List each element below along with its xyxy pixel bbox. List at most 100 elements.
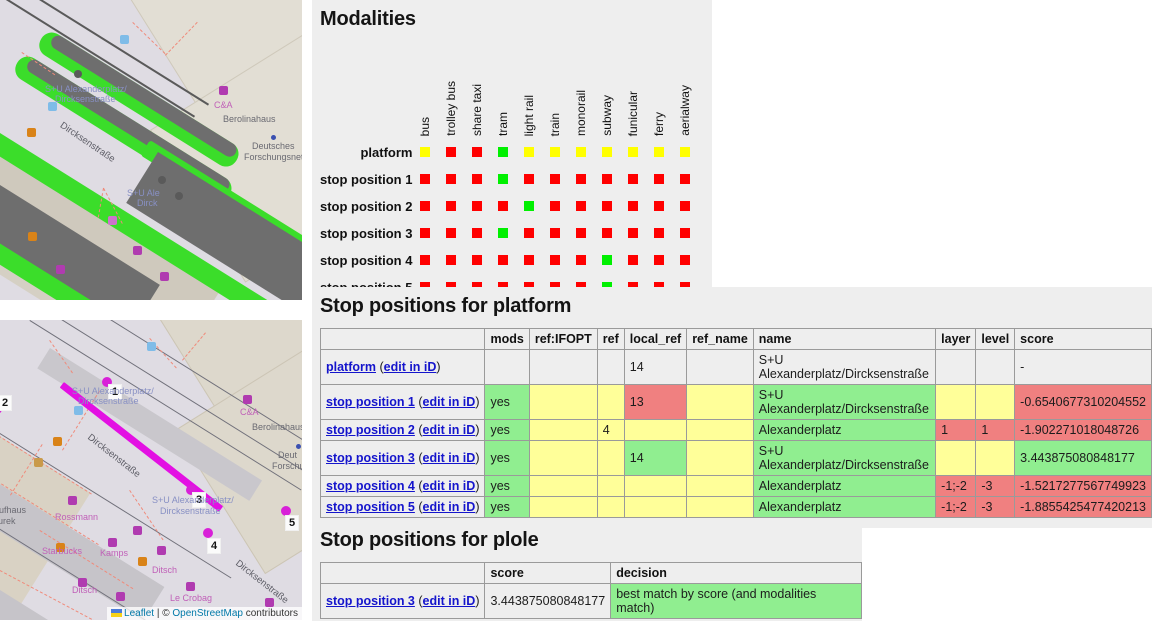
modality-column-header: train bbox=[542, 41, 568, 139]
modality-green-swatch-icon bbox=[498, 174, 509, 184]
leaflet-link[interactable]: Leaflet bbox=[124, 608, 155, 619]
map-overview-top[interactable]: C&A Berolinahaus Deutsches Forschungsnet… bbox=[0, 0, 302, 300]
modality-red-swatch-icon bbox=[420, 174, 431, 184]
platform-data-cell: -3 bbox=[975, 475, 1016, 497]
platform-data-cell bbox=[975, 440, 1016, 476]
edit-in-id-link[interactable]: edit in iD bbox=[422, 423, 476, 437]
stop-position-link[interactable]: stop position 2 bbox=[326, 423, 415, 437]
stop-position-marker-1[interactable] bbox=[102, 377, 112, 387]
poi-shop-icon bbox=[108, 538, 117, 547]
stop-position-marker-3[interactable] bbox=[186, 485, 196, 495]
modality-red-swatch-icon bbox=[654, 228, 665, 238]
paren-close: ) bbox=[475, 500, 480, 514]
modality-green-swatch-icon bbox=[602, 255, 613, 265]
edit-in-id-link[interactable]: edit in iD bbox=[422, 451, 476, 465]
stop-position-link[interactable]: stop position 4 bbox=[326, 479, 415, 493]
stop-position-link[interactable]: stop position 5 bbox=[326, 500, 415, 514]
modalities-title: Modalities bbox=[320, 8, 416, 30]
stop-position-marker-label-5: 5 bbox=[285, 515, 300, 531]
poi-shop-icon bbox=[186, 582, 195, 591]
platform-data-cell: yes bbox=[484, 440, 530, 476]
modality-column-label: ferry bbox=[652, 112, 667, 136]
modality-column-header: ferry bbox=[646, 41, 672, 139]
poi-clothes-icon bbox=[243, 395, 252, 404]
modality-status-cell bbox=[490, 220, 516, 247]
poi-shop-icon bbox=[116, 592, 125, 601]
modality-column-header: monorail bbox=[568, 41, 594, 139]
modality-status-cell bbox=[490, 247, 516, 274]
paren-open: ( bbox=[414, 451, 423, 465]
modality-red-swatch-icon bbox=[446, 147, 457, 157]
modality-status-cell bbox=[412, 220, 438, 247]
modality-column-label: aerialway bbox=[678, 85, 693, 136]
modality-status-cell bbox=[568, 139, 594, 166]
modality-status-cell bbox=[620, 247, 646, 274]
platform-data-cell: -1.8855425477420213 bbox=[1014, 496, 1152, 518]
modality-red-swatch-icon bbox=[602, 228, 613, 238]
platform-data-cell bbox=[686, 440, 754, 476]
platform-data-cell: yes bbox=[484, 496, 530, 518]
map-label: Kamps bbox=[100, 548, 129, 558]
platform-data-cell bbox=[596, 475, 625, 497]
modality-red-swatch-icon bbox=[524, 255, 535, 265]
map-label: Dircksenstraße bbox=[78, 396, 139, 406]
paren-open: ( bbox=[414, 479, 423, 493]
map-label: Deutsches bbox=[252, 141, 295, 151]
poi-entrance-icon bbox=[147, 342, 156, 351]
modalities-corner-cell bbox=[320, 41, 412, 139]
platform-data-cell: yes bbox=[484, 384, 530, 420]
modality-column-label: funicular bbox=[626, 90, 641, 136]
map-label: Starbucks bbox=[42, 546, 83, 556]
modality-red-swatch-icon bbox=[654, 201, 665, 211]
modality-red-swatch-icon bbox=[576, 174, 587, 184]
edit-in-id-link[interactable]: edit in iD bbox=[383, 360, 437, 374]
modality-status-cell bbox=[464, 139, 490, 166]
modality-red-swatch-icon bbox=[654, 174, 665, 184]
platform-data-cell: - bbox=[1014, 349, 1152, 385]
platform-data-cell: -1.5217277567749923 bbox=[1014, 475, 1152, 497]
stop-position-link[interactable]: stop position 3 bbox=[326, 451, 415, 465]
modality-status-cell bbox=[412, 247, 438, 274]
platform-data-cell bbox=[686, 419, 754, 441]
modality-column-header: subway bbox=[594, 41, 620, 139]
edit-in-id-link[interactable]: edit in iD bbox=[422, 395, 476, 409]
platform-data-cell: Alexanderplatz bbox=[752, 419, 937, 441]
modality-status-cell bbox=[620, 193, 646, 220]
platform-data-cell bbox=[596, 349, 625, 385]
edit-in-id-link[interactable]: edit in iD bbox=[422, 479, 476, 493]
platform-data-cell: 3.443875080848177 bbox=[1014, 440, 1152, 476]
stop-position-link[interactable]: stop position 3 bbox=[326, 594, 415, 608]
map-overview-bottom[interactable]: 1 2 3 4 5 bbox=[0, 320, 302, 620]
poi-drink-icon bbox=[28, 232, 37, 241]
modality-red-swatch-icon bbox=[446, 228, 457, 238]
platform-data-cell bbox=[623, 496, 688, 518]
stop-position-link[interactable]: platform bbox=[326, 360, 376, 374]
modality-red-swatch-icon bbox=[576, 201, 587, 211]
platform-data-cell bbox=[686, 475, 754, 497]
platform-data-cell bbox=[528, 349, 598, 385]
modality-status-cell bbox=[672, 247, 698, 274]
map-label: Rossmann bbox=[55, 512, 99, 522]
modality-red-swatch-icon bbox=[446, 174, 457, 184]
modality-red-swatch-icon bbox=[628, 255, 639, 265]
modality-status-cell bbox=[516, 166, 542, 193]
paren-open: ( bbox=[376, 360, 384, 374]
modality-red-swatch-icon bbox=[576, 228, 587, 238]
stop-position-link[interactable]: stop position 1 bbox=[326, 395, 415, 409]
map-label: S+U Alexanderplatz/ bbox=[72, 386, 154, 396]
platform-data-cell bbox=[975, 384, 1016, 420]
stop-position-marker-5[interactable] bbox=[281, 506, 291, 516]
modality-status-cell bbox=[542, 247, 568, 274]
platform-data-cell bbox=[528, 496, 598, 518]
openstreetmap-link[interactable]: OpenStreetMap bbox=[172, 608, 243, 619]
platform-data-cell: S+U Alexanderplatz/Dircksenstraße bbox=[752, 384, 937, 420]
edit-in-id-link[interactable]: edit in iD bbox=[422, 500, 476, 514]
stop-position-marker-4[interactable] bbox=[203, 528, 213, 538]
edit-in-id-link[interactable]: edit in iD bbox=[422, 594, 476, 608]
platform-data-cell bbox=[935, 384, 977, 420]
poi-shop-icon bbox=[68, 496, 77, 505]
map-node bbox=[175, 192, 183, 200]
map-label: Forschu bbox=[272, 461, 302, 471]
